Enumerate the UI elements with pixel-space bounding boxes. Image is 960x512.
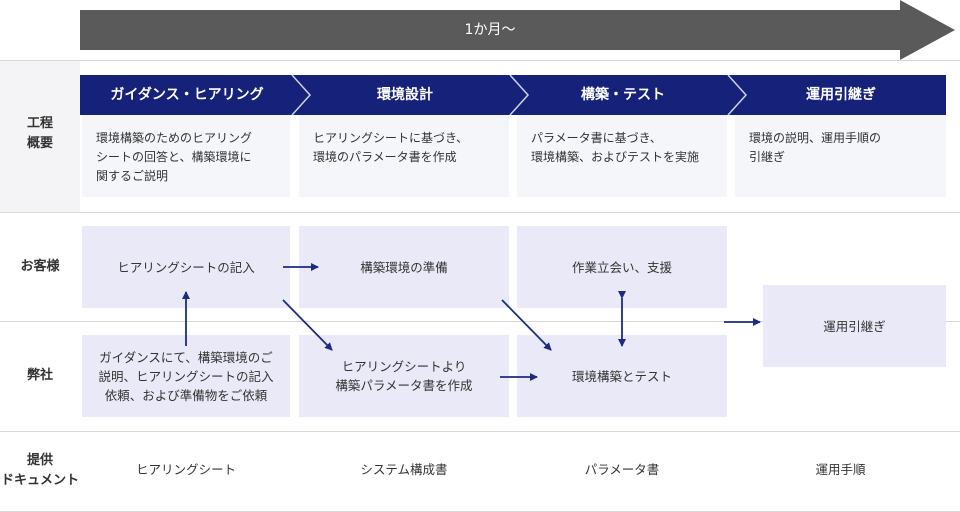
description-line: シートの回答と、構築環境に — [96, 150, 252, 164]
description-line: パラメータ書に基づき、 — [531, 131, 662, 145]
timeline-label: 1か月〜 — [464, 22, 516, 38]
description-line: 環境構築、およびテストを実施 — [531, 150, 700, 164]
document-hearing-sheet: ヒアリングシート — [135, 462, 236, 477]
divider — [0, 321, 960, 322]
phase-description-design: ヒアリングシートに基づき、 環境のパラメータ書を作成 — [299, 115, 509, 197]
description-line: 関するご説明 — [96, 169, 169, 183]
task-line: ガイダンスにて、構築環境のご — [99, 349, 273, 365]
task-work-support: 作業立会い、支援 — [517, 226, 727, 308]
phase-title-build: 構築・テスト — [581, 87, 665, 103]
task-line: 構築パラメータ書を作成 — [335, 378, 473, 393]
description-line: ヒアリングシートに基づき、 — [313, 131, 469, 145]
task-guidance: ガイダンスにて、構築環境のご 説明、ヒアリングシートの記入 依頼、および準備物を… — [82, 335, 290, 417]
row-label-customer: お客様 — [20, 259, 60, 274]
task-line: 説明、ヒアリングシートの記入 — [98, 368, 274, 384]
task-build-test: 環境構築とテスト — [517, 335, 727, 417]
divider — [0, 212, 960, 213]
row-label-line: 概要 — [26, 136, 53, 151]
phase-title-handover: 運用引継ぎ — [806, 87, 876, 103]
row-label-documents: 提供 ドキュメント — [0, 451, 80, 491]
document-parameter: パラメータ書 — [584, 462, 660, 477]
row-label-company: 弊社 — [26, 368, 53, 383]
row-label-overview: 工程 概要 — [0, 114, 80, 154]
phase-description-build: パラメータ書に基づき、 環境構築、およびテストを実施 — [517, 115, 727, 197]
row-label-line: 提供 — [26, 453, 53, 468]
phase-description-handover: 環境の説明、運用手順の 引継ぎ — [735, 115, 946, 197]
document-system-config: システム構成書 — [360, 462, 448, 477]
task-hearing-sheet-fill: ヒアリングシートの記入 — [82, 226, 290, 308]
phase-title-guidance: ガイダンス・ヒアリング — [110, 87, 264, 103]
divider — [0, 60, 960, 61]
row-label-line: ドキュメント — [0, 473, 79, 488]
task-line: ヒアリングシートより — [341, 359, 467, 374]
description-line: 環境の説明、運用手順の — [749, 131, 882, 145]
phase-bar — [80, 75, 946, 115]
description-line: 環境のパラメータ書を作成 — [313, 150, 457, 164]
divider — [0, 431, 960, 432]
description-line: 引継ぎ — [749, 150, 786, 164]
document-operation-manual: 運用手順 — [815, 462, 866, 477]
task-environment-prepare: 構築環境の準備 — [299, 226, 509, 308]
description-line: 環境構築のためのヒアリング — [96, 131, 253, 145]
phase-description-guidance: 環境構築のためのヒアリング シートの回答と、構築環境に 関するご説明 — [82, 115, 290, 197]
phase-title-design: 環境設計 — [377, 87, 433, 103]
task-parameter-doc: ヒアリングシートより 構築パラメータ書を作成 — [299, 335, 509, 417]
timeline-arrow — [80, 0, 955, 60]
row-label-line: 工程 — [26, 116, 53, 131]
task-line: 依頼、および準備物をご依頼 — [104, 387, 268, 403]
task-operation-handover: 運用引継ぎ — [763, 285, 946, 367]
